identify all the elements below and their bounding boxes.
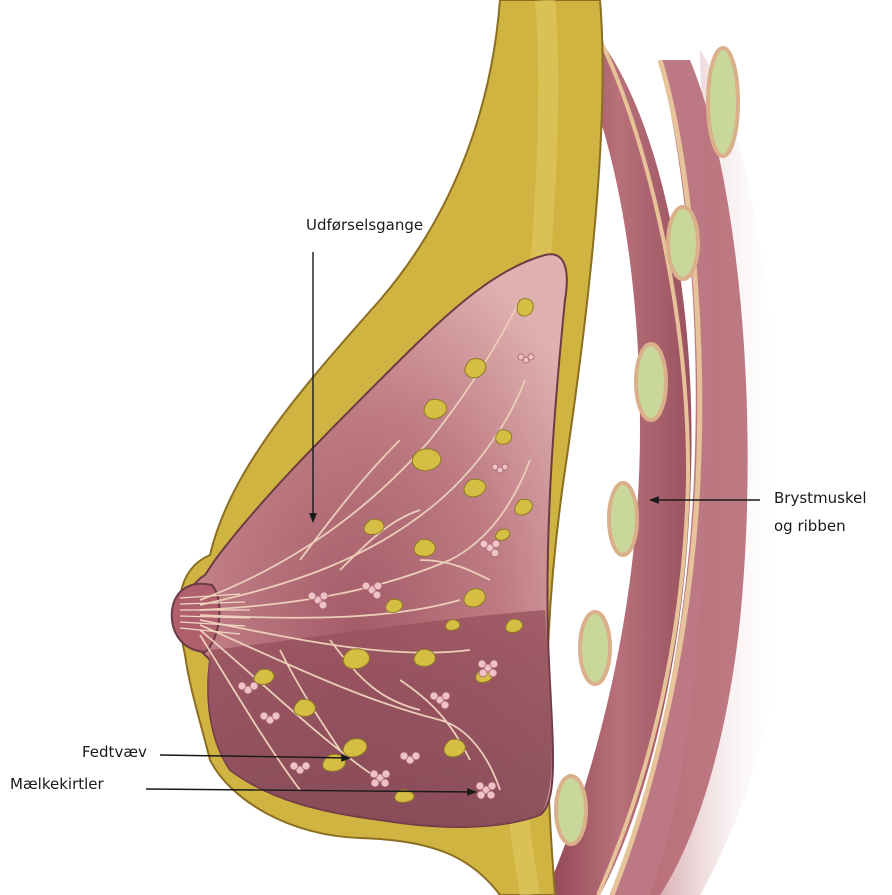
rib-6: [556, 776, 586, 844]
label-fat-tissue: Fedtvæv: [82, 741, 147, 763]
label-ducts: Udførselsgange: [306, 214, 423, 236]
label-muscle-ribs: Brystmuskel og ribben: [774, 487, 867, 537]
rib-4: [609, 483, 637, 555]
nipple: [172, 584, 220, 652]
rib-5: [580, 612, 610, 684]
label-milk-glands: Mælkekirtler: [10, 773, 104, 795]
rib-2: [668, 207, 698, 279]
label-muscle-line1: Brystmuskel: [774, 487, 867, 509]
label-muscle-line2: og ribben: [774, 515, 867, 537]
rib-3: [636, 344, 666, 420]
rib-1: [708, 48, 738, 156]
